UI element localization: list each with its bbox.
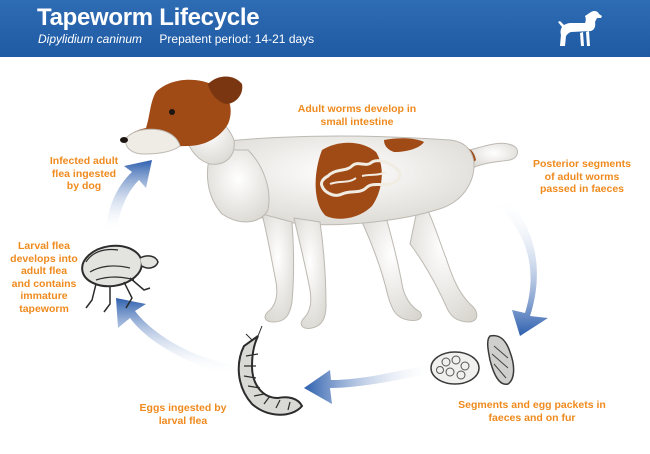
label-posterior-segments: Posterior segments of adult worms passed… xyxy=(532,158,632,195)
label-eggs-ingested: Eggs ingested by larval flea xyxy=(139,402,227,427)
arrow-to-faeces xyxy=(497,198,548,336)
label-larval-flea: Larval flea develops into adult flea and… xyxy=(10,240,78,315)
label-infected-flea: Infected adult flea ingested by dog xyxy=(49,155,119,192)
arrow-to-dog xyxy=(106,160,152,232)
page-title: Tapeworm Lifecycle xyxy=(37,4,260,31)
prepatent-period: Prepatent period: 14-21 days xyxy=(159,32,315,46)
lifecycle-diagram xyxy=(81,76,548,416)
proglottid-segment-illustration xyxy=(486,334,515,385)
egg-packet-illustration xyxy=(430,351,480,385)
label-adult-worms: Adult worms develop in small intestine xyxy=(297,103,417,128)
label-segments-eggs: Segments and egg packets in faeces and o… xyxy=(458,399,606,424)
flea-larva-illustration xyxy=(237,325,304,416)
adult-flea-illustration xyxy=(81,244,159,313)
subtitle-row: Dipylidium caninum Prepatent period: 14-… xyxy=(38,32,314,46)
species-name: Dipylidium caninum xyxy=(38,32,143,46)
header-banner: Tapeworm Lifecycle Dipylidium caninum Pr… xyxy=(0,0,650,57)
dog-illustration xyxy=(120,76,518,329)
dog-silhouette-icon xyxy=(558,10,602,47)
arrow-to-flea xyxy=(116,298,235,375)
arrow-to-larva xyxy=(304,364,435,404)
